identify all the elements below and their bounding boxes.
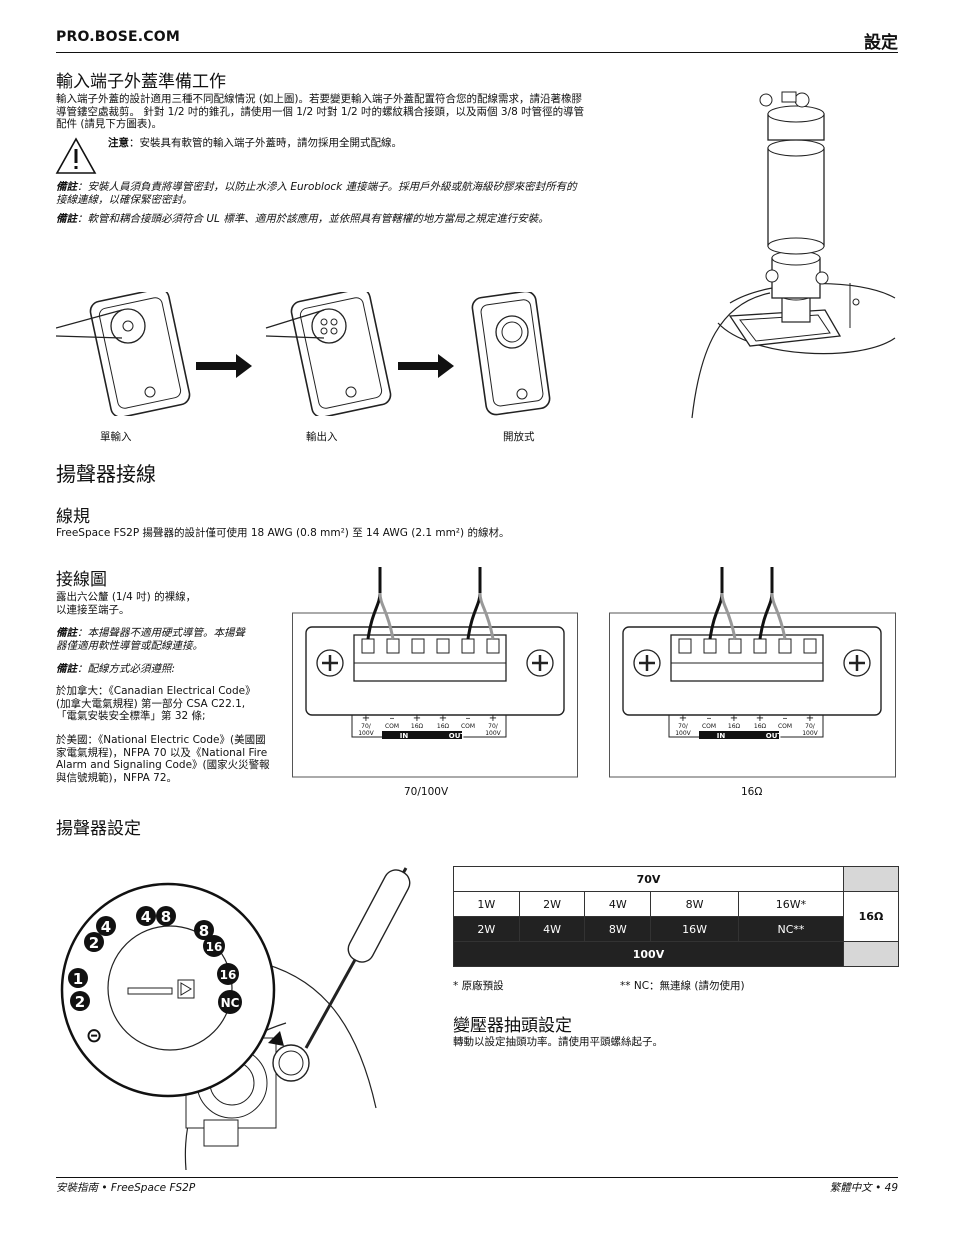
svg-text:70/: 70/: [488, 723, 499, 730]
footer-rule: [56, 1177, 898, 1178]
wiring-diagram-70-100v: + – + + – + 70/100V COM 16Ω 16Ω COM 70/1…: [292, 567, 578, 778]
brand-url: PRO.BOSE.COM: [56, 29, 180, 45]
table-cell: 8W: [650, 891, 739, 917]
caption-input-output: 輸出入: [306, 431, 338, 443]
table-cell: 2W: [453, 916, 520, 942]
terminal-sign: –: [783, 713, 788, 724]
header-rule: [56, 52, 898, 53]
conduit-assembly-illustration: [691, 91, 896, 419]
table-cell: 16W*: [737, 891, 845, 917]
terminal-sign: +: [806, 713, 814, 724]
terminal-label: 16Ω: [411, 723, 424, 730]
terminal-sign: +: [679, 713, 687, 724]
diagram-title: 接線圖: [56, 570, 107, 590]
out-label: OUT: [766, 732, 783, 740]
terminal-label: COM: [778, 723, 792, 730]
tap-title: 變壓器抽頭設定: [453, 1016, 572, 1036]
in-label: IN: [400, 732, 409, 740]
terminal-sign: +: [756, 713, 764, 724]
table-header-100v: 100V: [453, 941, 844, 967]
out-label: OUT: [449, 732, 466, 740]
dial-label: 8: [161, 908, 171, 926]
dial-label: 16: [206, 940, 223, 954]
canada-code: 於加拿大：《Canadian Electrical Code》 (加拿大電氣規程…: [56, 685, 256, 722]
table-cell-16-ohm: 16Ω: [843, 891, 899, 942]
table-cell: 8W: [584, 916, 652, 942]
caption-70-100v: 70/100V: [404, 786, 449, 798]
cover-cutting-illustrations: [56, 292, 551, 416]
wiring-diagram-16-ohm: + – + + – + 70/100V COM 16Ω 16Ω COM 70/1…: [609, 567, 896, 778]
tap-dial-illustration: 1 2 2 4 4 8 8 16 16 NC ⊝: [60, 867, 411, 1171]
settings-title: 揚聲器設定: [56, 819, 141, 839]
terminal-sign: –: [466, 713, 471, 724]
svg-text:70/: 70/: [805, 723, 816, 730]
note-sealing: 備註：安裝人員須負責將導管密封，以防止水滲入 Euroblock 連接端子。採用…: [56, 181, 577, 206]
table-cell: 2W: [518, 891, 586, 917]
footnote-nc: ** NC：無連線 (請勿使用): [620, 980, 745, 992]
table-cell: NC**: [737, 916, 845, 942]
prep-title: 輸入端子外蓋準備工作: [56, 72, 226, 92]
svg-text:100V: 100V: [485, 730, 501, 737]
note-rigid-conduit: 備註：本揚聲器不適用硬式導管。本揚聲 器僅適用軟性導管或配線連接。: [56, 627, 245, 652]
prep-paragraph: 輸入端子外蓋的設計適用三種不同配線情況 (如上圖)。若要變更輸入端子外蓋配置符合…: [56, 93, 585, 130]
wiring-title: 揚聲器接線: [56, 462, 156, 486]
terminal-sign: +: [362, 713, 370, 724]
dial-label: 8: [199, 922, 209, 940]
dial-label: 16: [220, 968, 237, 982]
svg-text:100V: 100V: [675, 730, 691, 737]
table-cell: 1W: [453, 891, 520, 917]
dial-label: 2: [75, 993, 85, 1011]
dial-label: 2: [89, 934, 99, 952]
dial-label: 4: [141, 908, 151, 926]
caption-16-ohm: 16Ω: [741, 786, 763, 798]
note-conduit: 備註：軟管和耦合接頭必須符合 UL 標準、適用於該應用，並依照具有管轄權的地方當…: [56, 213, 549, 225]
note-codes: 備註：配線方式必須遵照:: [56, 663, 176, 675]
section-title: 設定: [864, 33, 898, 53]
svg-text:70/: 70/: [678, 723, 689, 730]
caption-open: 開放式: [503, 431, 535, 443]
gauge-text: FreeSpace FS2P 揚聲器的設計僅可使用 18 AWG (0.8 mm…: [56, 527, 510, 539]
terminal-label: COM: [385, 723, 399, 730]
footer-page: 繁體中文 • 49: [829, 1182, 898, 1194]
terminal-sign: –: [390, 713, 395, 724]
dial-label: 4: [101, 918, 111, 936]
terminal-sign: +: [439, 713, 447, 724]
in-label: IN: [717, 732, 726, 740]
footnote-default: * 原廠預設: [453, 980, 504, 992]
dial-mark: ⊝: [86, 1023, 103, 1047]
terminal-sign: –: [707, 713, 712, 724]
terminal-sign: +: [730, 713, 738, 724]
table-cell: 4W: [518, 916, 586, 942]
terminal-label: 16Ω: [437, 723, 450, 730]
strip-instruction: 露出六公釐 (1/4 吋) 的裸線， 以連接至端子。: [56, 591, 197, 616]
dial-label: 1: [73, 970, 83, 988]
svg-text:70/: 70/: [361, 723, 372, 730]
footer-guide: 安裝指南 • FreeSpace FS2P: [56, 1182, 196, 1194]
terminal-label: 16Ω: [728, 723, 741, 730]
gauge-title: 線規: [56, 507, 90, 527]
caution-note: 注意：安裝具有軟管的輸入端子外蓋時，請勿採用全開式配線。: [108, 137, 402, 149]
svg-text:100V: 100V: [358, 730, 374, 737]
terminal-label: COM: [461, 723, 475, 730]
terminal-label: COM: [702, 723, 716, 730]
table-cell: 4W: [584, 891, 652, 917]
usa-code: 於美國：《National Electric Code》(美國國 家電氣規程)，…: [56, 734, 270, 784]
warning-icon: [55, 137, 97, 174]
terminal-sign: +: [413, 713, 421, 724]
terminal-sign: +: [489, 713, 497, 724]
tap-text: 轉動以設定抽頭功率。請使用平頭螺絲起子。: [453, 1036, 663, 1048]
terminal-label: 16Ω: [754, 723, 767, 730]
table-header-70v: 70V: [453, 866, 844, 892]
caption-single-input: 單輸入: [100, 431, 132, 443]
tap-settings-table: 70V 1W 2W 4W 8W 16W* 16Ω 2W 4W 8W 16W NC…: [453, 866, 899, 967]
svg-text:100V: 100V: [802, 730, 818, 737]
dial-label: NC: [221, 996, 240, 1010]
table-cell: 16W: [650, 916, 739, 942]
